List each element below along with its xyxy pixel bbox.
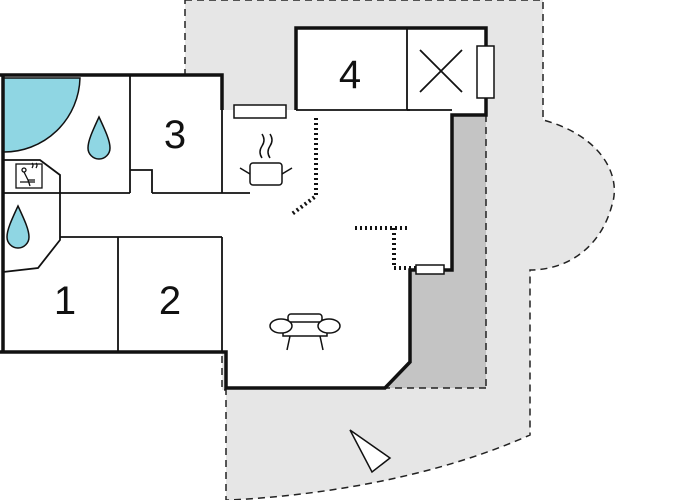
sauna-icon [15, 162, 43, 189]
room-label-4: 4 [339, 53, 361, 97]
sofa-icon [269, 313, 341, 351]
interior-walls [2, 28, 452, 352]
window-icon [233, 104, 287, 119]
window-icon [476, 45, 495, 99]
room-label-2: 2 [159, 279, 181, 323]
cross-icon [419, 49, 463, 93]
water-drop-icon [87, 115, 111, 160]
room-label-1: 1 [54, 279, 76, 323]
spa-pool-icon [2, 77, 81, 153]
house-floor [0, 28, 486, 388]
dotted-lines [290, 118, 416, 270]
room-label-3: 3 [164, 113, 186, 157]
window-icon [415, 264, 445, 275]
cooking-pot-icon [239, 133, 293, 186]
water-drop-icon [6, 204, 30, 249]
north-arrow-icon [349, 429, 392, 474]
